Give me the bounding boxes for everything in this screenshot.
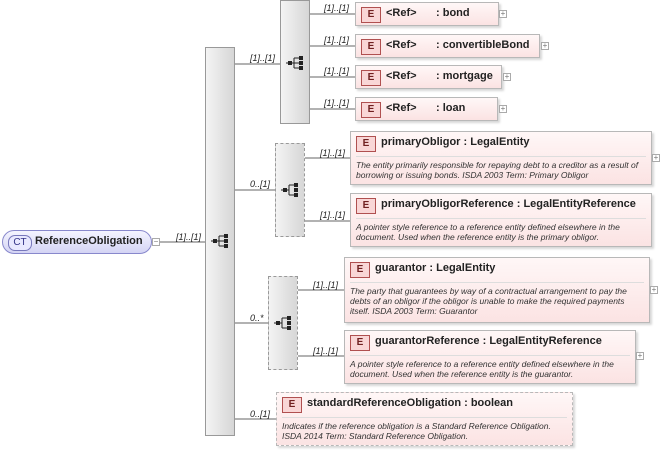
ref-multiplicity: [1]..[1] <box>324 66 350 76</box>
ref-multiplicity: [1]..[1] <box>324 35 350 45</box>
ref-label: <Ref> <box>386 70 417 82</box>
choice-icon <box>281 183 298 197</box>
expand-toggle[interactable]: + <box>499 9 507 18</box>
collapse-toggle[interactable]: − <box>152 237 160 246</box>
obligor-choice-multiplicity: 0..[1] <box>250 179 271 189</box>
ref-element-bond[interactable]: E <Ref> : bond <box>355 2 499 26</box>
element-multiplicity: [1]..[1] <box>313 280 339 290</box>
element-description: The party that guarantees by way of a co… <box>350 282 644 316</box>
element-icon: E <box>361 102 381 118</box>
ref-label: <Ref> <box>386 102 417 114</box>
choice-icon <box>274 316 291 330</box>
sequence-compositor[interactable] <box>205 47 235 436</box>
element-type: : boolean <box>464 397 513 409</box>
element-standard-reference-obligation[interactable]: E standardReferenceObligation : boolean … <box>276 392 573 446</box>
expand-toggle[interactable]: + <box>636 351 644 360</box>
element-icon: E <box>361 39 381 55</box>
element-icon: E <box>356 136 376 152</box>
expand-toggle[interactable]: + <box>503 72 511 81</box>
ref-type: : convertibleBond <box>436 39 530 51</box>
ref-element-loan[interactable]: E <Ref> : loan <box>355 97 498 121</box>
choice-icon <box>286 56 303 70</box>
expand-toggle[interactable]: + <box>499 104 507 113</box>
complex-type-icon: CT <box>8 235 32 251</box>
element-description: A pointer style reference to a reference… <box>350 355 630 379</box>
element-name: guarantor <box>375 262 427 274</box>
ref-label: <Ref> <box>386 7 417 19</box>
element-icon: E <box>282 397 302 413</box>
element-name: primaryObligorReference <box>381 198 514 210</box>
complex-type-name: ReferenceObligation <box>35 235 143 247</box>
element-name: primaryObligor <box>381 136 461 148</box>
guarantor-choice-compositor[interactable] <box>268 276 298 370</box>
element-icon: E <box>361 7 381 23</box>
element-guarantor-reference[interactable]: E guarantorReference : LegalEntityRefere… <box>344 330 636 384</box>
element-multiplicity: [1]..[1] <box>320 210 346 220</box>
element-name: standardReferenceObligation <box>307 397 462 409</box>
element-multiplicity: [1]..[1] <box>313 346 339 356</box>
ref-multiplicity: [1]..[1] <box>324 98 350 108</box>
ref-label: <Ref> <box>386 39 417 51</box>
element-description: The entity primarily responsible for rep… <box>356 156 646 180</box>
ref-type: : mortgage <box>436 70 493 82</box>
element-description: A pointer style reference to a reference… <box>356 218 646 242</box>
choice-compositor[interactable] <box>280 0 310 124</box>
element-icon: E <box>361 70 381 86</box>
complex-type-box[interactable]: CT ReferenceObligation <box>2 230 152 254</box>
guarantor-sequence-multiplicity: 0..* <box>250 313 264 323</box>
element-type: : LegalEntity <box>429 262 496 274</box>
element-primary-obligor-reference[interactable]: E primaryObligorReference : LegalEntityR… <box>350 193 652 247</box>
expand-toggle[interactable]: + <box>541 41 549 50</box>
ref-type: : bond <box>436 7 470 19</box>
element-icon: E <box>350 262 370 278</box>
element-name: guarantorReference <box>375 335 480 347</box>
expand-toggle[interactable]: + <box>652 153 660 162</box>
ref-element-mortgage[interactable]: E <Ref> : mortgage <box>355 65 502 89</box>
obligor-choice-compositor[interactable] <box>275 143 305 237</box>
root-multiplicity: [1]..[1] <box>176 232 202 242</box>
element-icon: E <box>350 335 370 351</box>
element-description: Indicates if the reference obligation is… <box>282 417 567 441</box>
element-type: : LegalEntityReference <box>482 335 602 347</box>
element-icon: E <box>356 198 376 214</box>
element-multiplicity: [1]..[1] <box>320 148 346 158</box>
ref-multiplicity: [1]..[1] <box>324 3 350 13</box>
expand-toggle[interactable]: + <box>650 285 658 294</box>
element-primary-obligor[interactable]: E primaryObligor : LegalEntity The entit… <box>350 131 652 185</box>
ref-element-convertible-bond[interactable]: E <Ref> : convertibleBond <box>355 34 540 58</box>
standard-multiplicity: 0..[1] <box>250 409 271 419</box>
element-type: : LegalEntity <box>463 136 530 148</box>
ref-type: : loan <box>436 102 466 114</box>
element-guarantor[interactable]: E guarantor : LegalEntity The party that… <box>344 257 650 323</box>
sequence-icon <box>211 234 228 248</box>
element-type: : LegalEntityReference <box>516 198 636 210</box>
choice-multiplicity: [1]..[1] <box>250 53 276 63</box>
